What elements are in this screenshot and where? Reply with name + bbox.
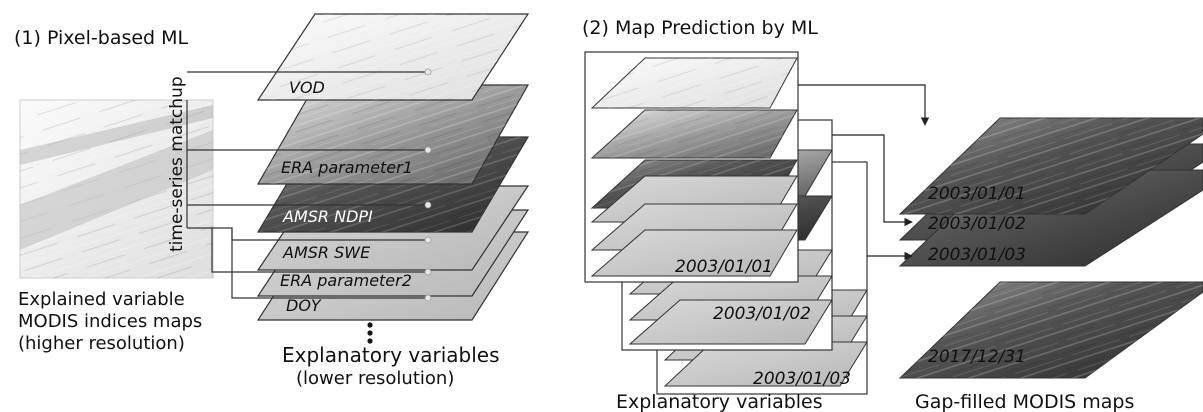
explained-variable-map xyxy=(19,99,214,279)
output-label: Gap-filled MODIS maps xyxy=(915,391,1134,412)
panel2-explanatory-label: Explanatory variables xyxy=(616,391,823,412)
layer-label-amsr-ndpi: AMSR NDPI xyxy=(282,207,373,226)
panel2-title: (2) Map Prediction by ML xyxy=(582,17,818,39)
output-date-last: 2017/12/31 xyxy=(928,347,1026,367)
stack-2003-01-01 xyxy=(584,51,799,283)
stack-date-3: 2003/01/03 xyxy=(753,369,851,389)
explanatory-variables-label: Explanatory variables xyxy=(282,343,500,367)
layer-label-amsr-swe: AMSR SWE xyxy=(282,243,371,262)
stack-date-1: 2003/01/01 xyxy=(675,257,773,277)
stack-date-2: 2003/01/02 xyxy=(713,304,811,324)
layer-label-vod: VOD xyxy=(289,78,325,97)
layer-label-doy: DOY xyxy=(286,296,322,315)
explained-variable-line3: (higher resolution) xyxy=(18,333,185,354)
more-layers-ellipsis xyxy=(367,322,373,344)
panel1-title: (1) Pixel-based ML xyxy=(14,27,189,49)
layer-label-era-parameter1: ERA parameter1 xyxy=(281,158,413,177)
gap-filled-output-maps xyxy=(898,117,1203,379)
matchup-connectors xyxy=(186,71,428,299)
panel1-layer-stack xyxy=(256,13,530,321)
output-date-3: 2003/01/03 xyxy=(928,245,1026,265)
output-date-2: 2003/01/02 xyxy=(928,214,1026,234)
explained-variable-line1: Explained variable xyxy=(18,289,185,310)
time-series-matchup-label: time-series matchup xyxy=(167,76,187,252)
layer-label-era-parameter2: ERA parameter2 xyxy=(280,271,412,290)
explanatory-resolution-label: (lower resolution) xyxy=(296,368,454,389)
explained-variable-line2: MODIS indices maps xyxy=(18,311,202,332)
output-date-1: 2003/01/01 xyxy=(928,184,1026,204)
prediction-arrows xyxy=(798,84,930,261)
